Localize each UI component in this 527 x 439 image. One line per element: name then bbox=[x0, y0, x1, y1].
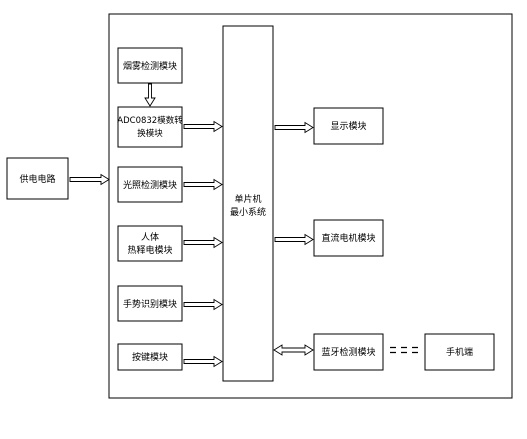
mcu-block: 单片机 最小系统 bbox=[222, 25, 274, 382]
adc-label-line1: ADC0832模数转 bbox=[117, 115, 183, 126]
dc-motor-block: 直流电机模块 bbox=[313, 219, 384, 257]
mcu-label-line1: 单片机 bbox=[234, 193, 261, 205]
bluetooth-block: 蓝牙检测模块 bbox=[313, 333, 384, 371]
adc-label-line2: 换模块 bbox=[137, 128, 163, 139]
phone-label: 手机端 bbox=[446, 346, 473, 358]
power-supply-block: 供电电路 bbox=[6, 157, 69, 200]
arrow-pyro-to-mcu bbox=[183, 236, 223, 249]
arrow-keys-to-mcu bbox=[183, 355, 223, 368]
pyroelectric-label-line2: 热释电模块 bbox=[127, 244, 172, 256]
arrow-mcu-to-display bbox=[274, 121, 314, 134]
adc-block: ADC0832模数转 换模块 bbox=[117, 106, 183, 148]
display-label: 显示模块 bbox=[330, 120, 366, 132]
light-detection-block: 光照检测模块 bbox=[117, 166, 183, 203]
wireless-link bbox=[390, 346, 421, 354]
pyroelectric-block: 人体 热释电模块 bbox=[117, 225, 183, 262]
keys-label: 按键模块 bbox=[132, 351, 168, 363]
phone-block: 手机端 bbox=[424, 333, 495, 371]
arrow-mcu-bluetooth-bidirectional bbox=[273, 344, 314, 356]
dc-motor-label: 直流电机模块 bbox=[321, 232, 375, 244]
pyroelectric-label-line1: 人体 bbox=[141, 231, 159, 243]
bluetooth-label: 蓝牙检测模块 bbox=[321, 346, 375, 358]
gesture-label: 手势识别模块 bbox=[123, 298, 177, 310]
arrow-power-to-system bbox=[69, 173, 110, 186]
gesture-block: 手势识别模块 bbox=[117, 285, 183, 322]
arrow-light-to-mcu bbox=[183, 178, 223, 191]
smoke-detection-label: 烟雾检测模块 bbox=[123, 60, 177, 72]
arrow-smoke-to-adc bbox=[144, 83, 156, 107]
keys-block: 按键模块 bbox=[117, 343, 183, 371]
smoke-detection-block: 烟雾检测模块 bbox=[117, 47, 183, 84]
arrow-mcu-to-motor bbox=[274, 233, 314, 246]
light-detection-label: 光照检测模块 bbox=[123, 179, 177, 191]
arrow-gesture-to-mcu bbox=[183, 298, 223, 311]
arrow-adc-to-mcu bbox=[183, 120, 223, 133]
display-block: 显示模块 bbox=[313, 107, 384, 145]
system-frame bbox=[108, 13, 513, 399]
power-supply-label: 供电电路 bbox=[19, 173, 55, 185]
mcu-label-line2: 最小系统 bbox=[230, 206, 266, 218]
